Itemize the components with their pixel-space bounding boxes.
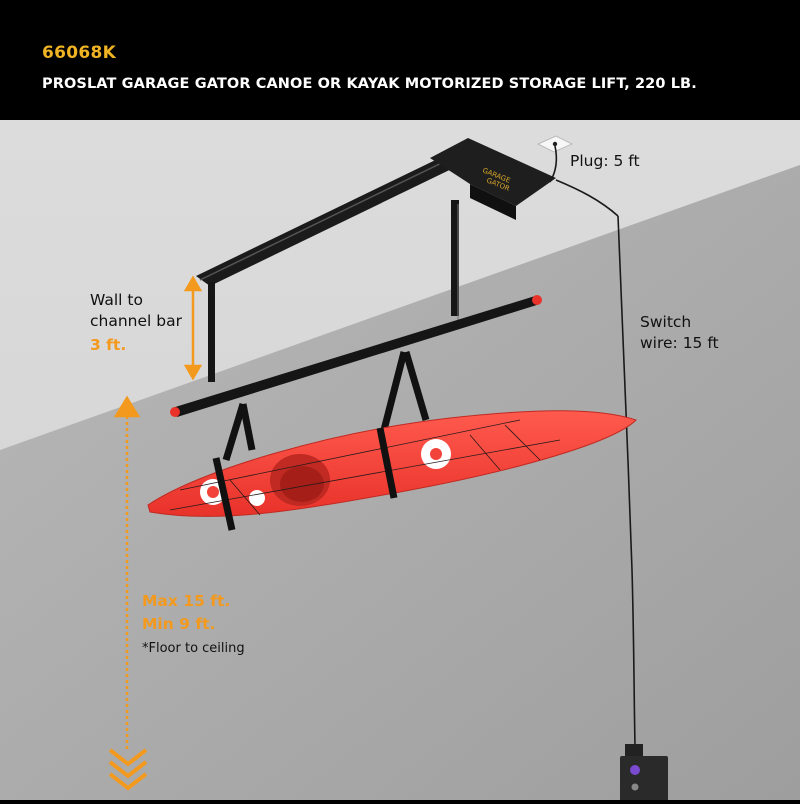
header-banner: 66068K PROSLAT GARAGE GATOR CANOE OR KAY… — [0, 0, 800, 120]
height-note: *Floor to ceiling — [142, 641, 245, 656]
wall-label: Wall to channel bar 3 ft. — [90, 290, 182, 356]
double-arrow-icon — [113, 395, 141, 750]
height-max: Max 15 ft. — [142, 592, 231, 610]
switch-label-line2: wire: 15 ft — [640, 334, 719, 352]
kayak-straps — [222, 351, 430, 462]
product-title: PROSLAT GARAGE GATOR CANOE OR KAYAK MOTO… — [42, 76, 697, 92]
wall-switch-icon — [620, 744, 668, 802]
switch-label: Switch wire: 15 ft — [640, 312, 719, 354]
height-label: Max 15 ft. Min 9 ft. *Floor to ceiling — [142, 591, 245, 659]
scene-illustration: GARAGE GATOR — [0, 120, 800, 802]
product-scene: GARAGE GATOR — [0, 120, 800, 802]
wall-label-line1: Wall to — [90, 291, 143, 309]
height-min: Min 9 ft. — [142, 615, 216, 633]
wall-label-value: 3 ft. — [90, 336, 127, 354]
switch-label-line1: Switch — [640, 313, 692, 331]
channel-rail — [196, 152, 466, 286]
motor-unit-icon: GARAGE GATOR — [430, 138, 556, 220]
wall-label-line2: channel bar — [90, 312, 182, 330]
kayak-illustration — [147, 410, 637, 531]
lift-straps — [208, 200, 459, 382]
plug-label: Plug: 5 ft — [570, 152, 640, 170]
outlet-plug-icon — [536, 135, 619, 217]
product-sku: 66068K — [42, 43, 117, 63]
wall-to-bar-arrow — [183, 275, 203, 381]
channel-bar — [170, 295, 542, 417]
switch-wire — [617, 215, 636, 746]
chevron-down-icon — [108, 748, 148, 791]
